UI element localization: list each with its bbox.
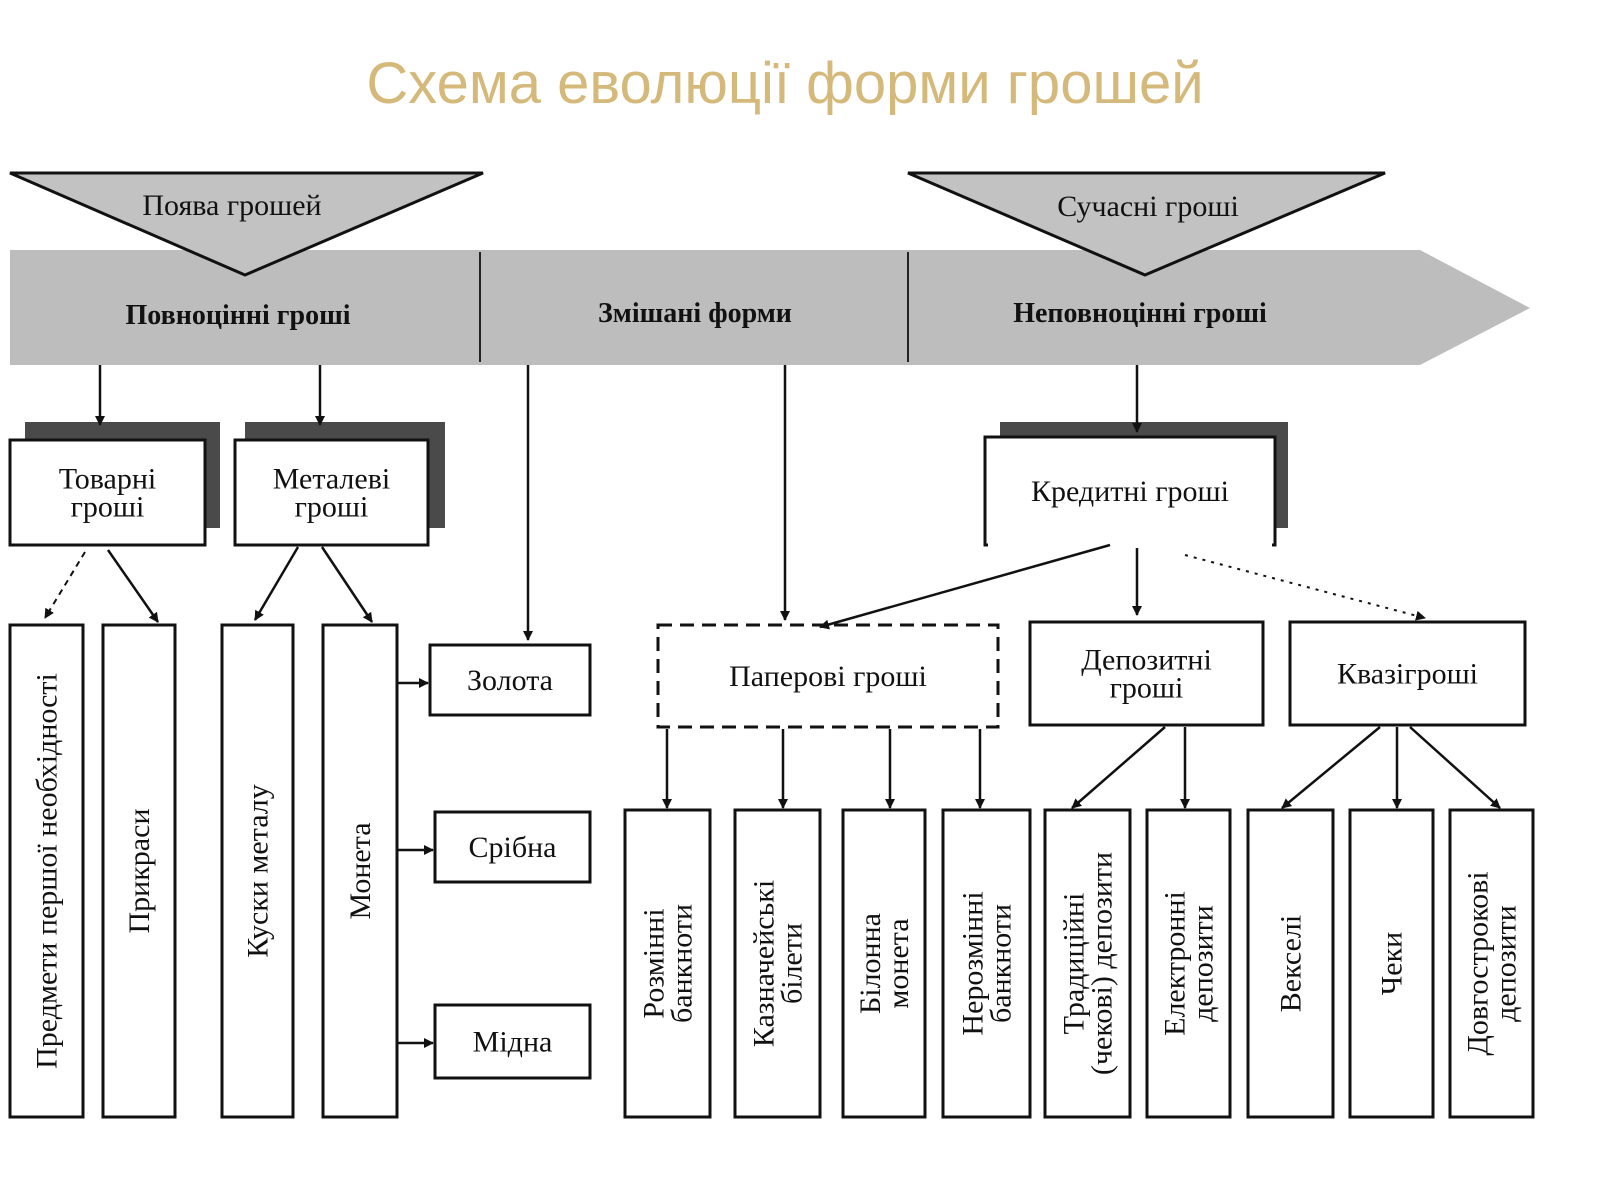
connector-arrow (1071, 726, 1166, 809)
necessities-box (8, 623, 85, 1119)
connector-arrow (1184, 554, 1426, 621)
appearance-triangle (9, 171, 484, 277)
commodity-money-label: Товарні (59, 463, 157, 496)
longterm-deposits-label: депозити (1490, 905, 1523, 1022)
checks-box (1348, 808, 1435, 1119)
connector-arrow (1281, 726, 1381, 809)
nonexchangeable-notes-label: банкноти (985, 904, 1018, 1023)
paper-money-box (656, 623, 1000, 729)
nonexchangeable-notes-label: Нерозмінні (957, 891, 990, 1035)
billon-coin-label: монета (882, 918, 915, 1008)
modern-label: Сучасні гроші (1057, 190, 1239, 223)
coin-label: Монета (344, 822, 377, 919)
exchangeable-notes-box (623, 808, 712, 1119)
commodity-money-box (8, 438, 207, 547)
treasury-notes-label: Казначейські (748, 880, 781, 1047)
connector-arrow (44, 551, 86, 619)
bills-box (1246, 808, 1335, 1119)
connector-arrow (253, 546, 300, 621)
gold-coin-label: Золота (467, 664, 553, 697)
quasi-money-box (1288, 620, 1527, 727)
timeline-band-arrow (10, 250, 1530, 365)
commodity-money-label: гроші (71, 491, 145, 524)
electronic-deposits-box (1145, 808, 1232, 1119)
jewelry-box (101, 623, 177, 1119)
bills-label: Векселі (1275, 915, 1308, 1012)
traditional-deposits-label: Традиційні (1058, 893, 1091, 1035)
full-value-label: Повноцінні гроші (126, 300, 351, 331)
paper-money-label: Паперові гроші (729, 660, 927, 693)
gold-coin-box (428, 643, 592, 717)
longterm-deposits-label: Довгострокові (1462, 871, 1495, 1055)
checks-label: Чеки (1376, 932, 1409, 995)
traditional-deposits-label: (чекові) депозити (1086, 852, 1119, 1075)
page-title: Схема еволюції форми грошей (366, 51, 1204, 116)
jewelry-label: Прикраси (123, 809, 156, 934)
connector-arrow (320, 546, 374, 623)
traditional-deposits-box (1043, 808, 1132, 1119)
treasury-notes-box (733, 808, 822, 1119)
metal-money-box (233, 438, 430, 547)
necessities-label: Предмети першої необхідності (31, 673, 64, 1069)
appearance-label: Поява грошей (142, 189, 321, 222)
metal-money-label: Металеві (273, 463, 390, 496)
electronic-deposits-label: депозити (1187, 905, 1220, 1022)
quasi-money-label: Квазігроші (1337, 658, 1478, 691)
deposit-money-label: гроші (1110, 672, 1184, 705)
electronic-deposits-label: Електронні (1159, 891, 1192, 1036)
credit-money-box (983, 435, 1277, 547)
deposit-money-label: Депозитні (1081, 644, 1212, 677)
exchangeable-notes-label: банкноти (666, 904, 699, 1023)
treasury-notes-label: білети (776, 923, 809, 1004)
connector-arrow (106, 549, 160, 623)
silver-coin-box (433, 810, 592, 884)
mixed-forms-label: Змішані форми (598, 298, 792, 329)
credit-money-label: Кредитні гроші (1031, 475, 1229, 508)
silver-coin-label: Срібна (469, 831, 557, 864)
nonexchangeable-notes-box (941, 808, 1032, 1119)
exchangeable-notes-label: Розмінні (638, 908, 671, 1018)
coin-box (321, 623, 399, 1119)
billon-coin-box (841, 808, 927, 1119)
longterm-deposits-box (1448, 808, 1535, 1119)
copper-coin-box (433, 1003, 592, 1080)
metal-money-label: гроші (295, 491, 369, 524)
billon-coin-label: Білонна (854, 913, 887, 1014)
connector-arrow (1409, 726, 1501, 809)
token-money-label: Неповноцінні гроші (1013, 298, 1267, 329)
connector-arrow (819, 543, 1111, 630)
deposit-money-box (1028, 620, 1265, 727)
metal-pieces-label: Куски металу (242, 784, 275, 958)
metal-pieces-box (220, 623, 295, 1119)
modern-triangle (907, 171, 1386, 277)
copper-coin-label: Мідна (473, 1026, 553, 1059)
